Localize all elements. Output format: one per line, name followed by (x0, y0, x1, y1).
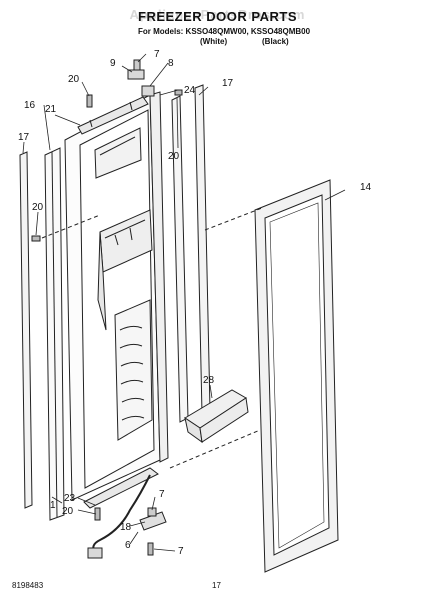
callout-8: 8 (168, 58, 174, 69)
top-hinge-assembly (127, 59, 155, 97)
callout-20-b: 20 (168, 151, 180, 162)
main-door-body (64, 91, 169, 501)
door-gasket-frame (254, 179, 339, 573)
diagram-title: FREEZER DOOR PARTS (138, 9, 297, 24)
screws (31, 89, 183, 556)
callout-leaders (22, 53, 346, 552)
door-liner-panel (44, 147, 65, 521)
callout-7-mid: 7 (159, 489, 165, 500)
top-hinge-bracket (77, 96, 149, 135)
right-gasket-strip (194, 84, 211, 415)
callout-9: 9 (110, 58, 116, 69)
door-bin (184, 389, 249, 444)
callout-6: 6 (125, 540, 131, 551)
callout-20-d: 20 (62, 506, 74, 517)
callout-24: 24 (184, 85, 196, 96)
callout-7-bottom: 7 (178, 546, 184, 557)
callout-20-a: 20 (68, 74, 80, 85)
callout-17-right: 17 (222, 78, 234, 89)
callout-7-top: 7 (154, 49, 160, 60)
callout-14: 14 (360, 182, 372, 193)
watermark: AppliancePartsPros.com (129, 7, 306, 22)
callout-16: 16 (24, 100, 36, 111)
callout-21: 21 (45, 104, 57, 115)
door-side-trim (171, 95, 189, 423)
callout-28: 28 (203, 375, 215, 386)
callout-1: 1 (50, 500, 56, 511)
bottom-hinge-and-harness (83, 467, 167, 559)
models-line: For Models: KSSO48QMW00, KSSO48QMB00 (138, 27, 311, 36)
document-number: 8198483 (12, 581, 44, 590)
dashed-leaders (41, 207, 263, 469)
color-white-label: (White) (200, 37, 228, 46)
callout-20-c: 20 (32, 202, 44, 213)
callout-18: 18 (120, 522, 132, 533)
page-number: 17 (212, 581, 221, 590)
callout-23: 23 (64, 493, 76, 504)
callout-17-left: 17 (18, 132, 30, 143)
left-gasket-strip (19, 151, 33, 509)
color-black-label: (Black) (262, 37, 289, 46)
